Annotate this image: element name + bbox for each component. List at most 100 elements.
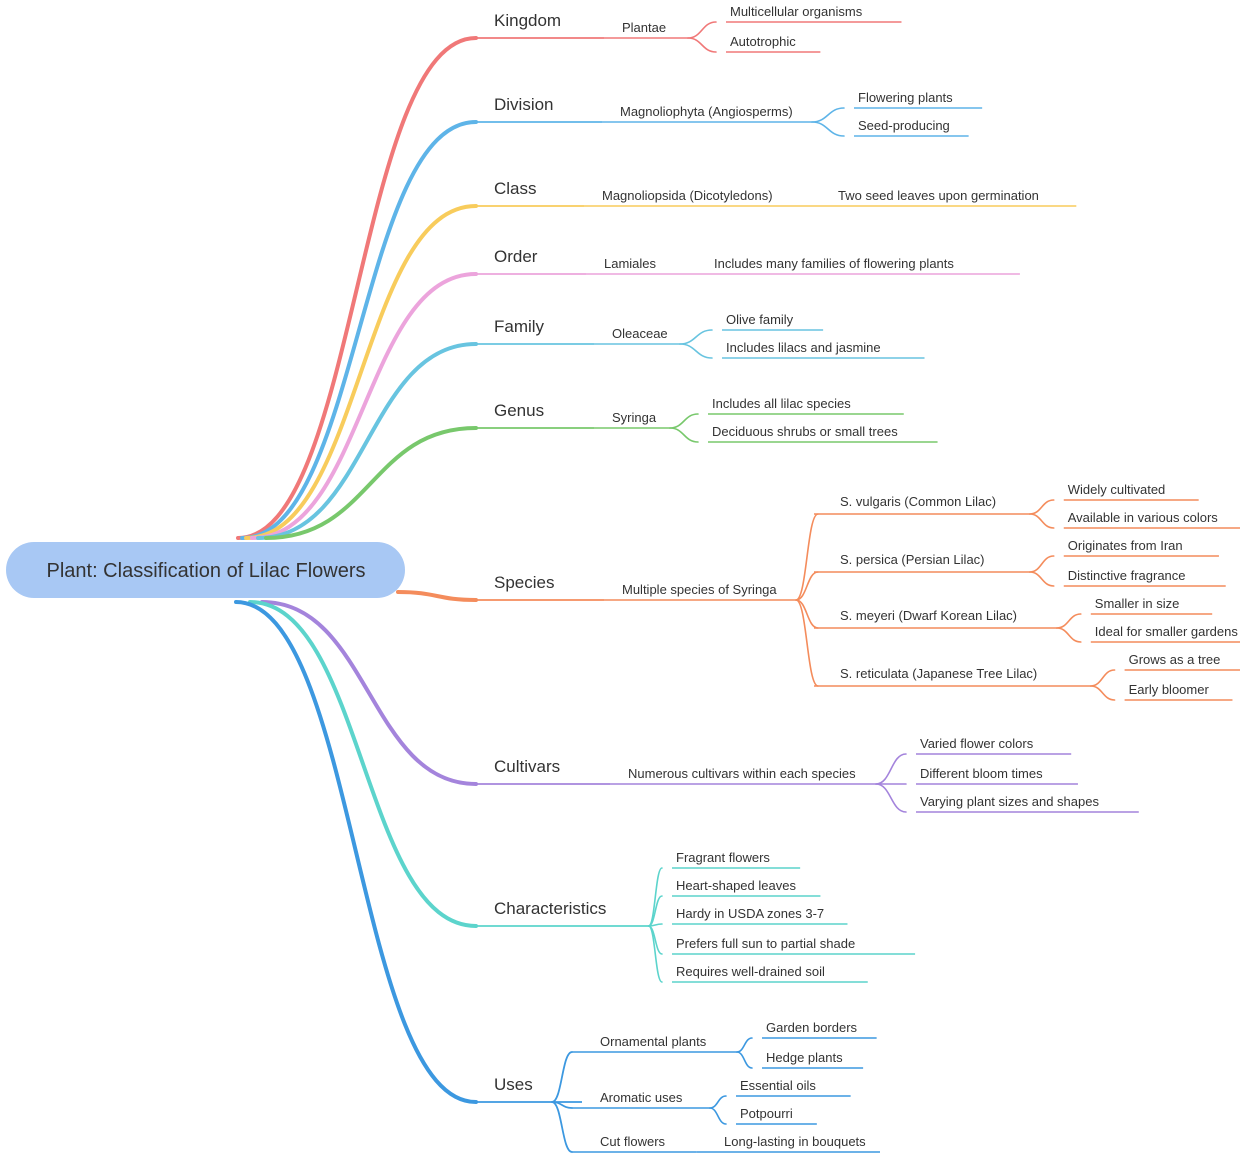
species-0-connector-0 (1028, 499, 1055, 515)
branch-characteristics-item-2[interactable]: Hardy in USDA zones 3-7 (676, 906, 824, 921)
species-1-item-1[interactable]: Distinctive fragrance (1068, 568, 1186, 583)
branch-kingdom-connector-1 (687, 37, 717, 53)
branch-kingdom-label[interactable]: Kingdom (494, 11, 561, 30)
species-3-label[interactable]: S. reticulata (Japanese Tree Lilac) (840, 666, 1037, 681)
branch-uses-sub-1-item-0[interactable]: Essential oils (740, 1078, 816, 1093)
root-node[interactable]: Plant: Classification of Lilac Flowers (6, 542, 405, 598)
branch-class-item-0[interactable]: Two seed leaves upon germination (838, 188, 1039, 203)
branch-genus-connector (264, 426, 478, 540)
branch-division-connector (240, 120, 478, 540)
species-3-connector-0 (1089, 669, 1116, 687)
branch-kingdom-item-0[interactable]: Multicellular organisms (730, 4, 863, 19)
branch-species-node[interactable]: Multiple species of Syringa (622, 582, 777, 597)
branch-species-connector-3 (795, 599, 819, 687)
branch-characteristics-item-3[interactable]: Prefers full sun to partial shade (676, 936, 855, 951)
branch-connectors (234, 21, 1240, 1153)
branch-class-label[interactable]: Class (494, 179, 537, 198)
branch-characteristics-item-4[interactable]: Requires well-drained soil (676, 964, 825, 979)
branch-order-label[interactable]: Order (494, 247, 538, 266)
branch-genus-node[interactable]: Syringa (612, 410, 657, 425)
branch-characteristics-item-0[interactable]: Fragrant flowers (676, 850, 770, 865)
branch-kingdom-item-1[interactable]: Autotrophic (730, 34, 796, 49)
branch-uses-sub-1[interactable]: Aromatic uses (600, 1090, 683, 1105)
branch-uses-sub-connector-0 (551, 1051, 573, 1103)
branch-kingdom-node[interactable]: Plantae (622, 20, 666, 35)
branch-cultivars-node[interactable]: Numerous cultivars within each species (628, 766, 856, 781)
branch-uses-sub-connector-2 (551, 1101, 573, 1153)
branch-species-connector-0 (795, 513, 819, 601)
branch-family-node[interactable]: Oleaceae (612, 326, 668, 341)
branch-family-item-1[interactable]: Includes lilacs and jasmine (726, 340, 881, 355)
branch-family-connector-1 (679, 343, 713, 359)
branch-order-connector (250, 272, 478, 540)
branch-order-item-0[interactable]: Includes many families of flowering plan… (714, 256, 954, 271)
root-label: Plant: Classification of Lilac Flowers (46, 560, 365, 582)
branch-family-connector (256, 342, 478, 540)
branch-uses-sub-2-item-0[interactable]: Long-lasting in bouquets (724, 1134, 866, 1149)
branch-uses-sub-0-connector-1 (736, 1051, 753, 1069)
branch-species-connector-1 (795, 571, 819, 601)
branch-uses-sub-1-connector-1 (709, 1107, 727, 1125)
branch-uses-sub-1-item-1[interactable]: Potpourri (740, 1106, 793, 1121)
branch-class-node[interactable]: Magnoliopsida (Dicotyledons) (602, 188, 773, 203)
species-0-item-1[interactable]: Available in various colors (1068, 510, 1219, 525)
branch-division-label[interactable]: Division (494, 95, 554, 114)
branch-uses-sub-0[interactable]: Ornamental plants (600, 1034, 707, 1049)
species-2-connector-0 (1056, 613, 1082, 629)
species-2-item-0[interactable]: Smaller in size (1095, 596, 1180, 611)
branch-uses-sub-2[interactable]: Cut flowers (600, 1134, 666, 1149)
branch-genus-connector-1 (669, 427, 699, 443)
branch-cultivars-item-1[interactable]: Different bloom times (920, 766, 1043, 781)
species-1-connector-0 (1028, 555, 1055, 573)
branch-characteristics-label[interactable]: Characteristics (494, 899, 606, 918)
branch-division-node[interactable]: Magnoliophyta (Angiosperms) (620, 104, 793, 119)
species-1-label[interactable]: S. persica (Persian Lilac) (840, 552, 985, 567)
branch-family-item-0[interactable]: Olive family (726, 312, 794, 327)
branch-uses-connector (234, 600, 478, 1104)
branch-division-item-1[interactable]: Seed-producing (858, 118, 950, 133)
branch-family-label[interactable]: Family (494, 317, 545, 336)
branch-cultivars-label[interactable]: Cultivars (494, 757, 560, 776)
species-2-label[interactable]: S. meyeri (Dwarf Korean Lilac) (840, 608, 1017, 623)
branch-genus-connector-0 (669, 413, 699, 429)
species-1-connector-1 (1028, 571, 1055, 587)
branch-genus-label[interactable]: Genus (494, 401, 544, 420)
branch-genus-item-1[interactable]: Deciduous shrubs or small trees (712, 424, 898, 439)
branch-uses-sub-0-item-1[interactable]: Hedge plants (766, 1050, 843, 1065)
branch-species-label[interactable]: Species (494, 573, 554, 592)
branch-uses-sub-1-connector-0 (709, 1095, 727, 1109)
branch-characteristics-connector-4 (647, 925, 663, 983)
species-0-connector-1 (1028, 513, 1055, 529)
branch-characteristics-connector-1 (647, 895, 663, 927)
species-2-connector-1 (1056, 627, 1082, 643)
branch-uses-sub-0-connector-0 (736, 1037, 753, 1053)
branch-characteristics-item-1[interactable]: Heart-shaped leaves (676, 878, 796, 893)
species-3-item-0[interactable]: Grows as a tree (1129, 652, 1221, 667)
branch-cultivars-connector (260, 600, 478, 786)
branch-genus-item-0[interactable]: Includes all lilac species (712, 396, 851, 411)
branch-division-connector-1 (811, 121, 845, 137)
branch-cultivars-item-2[interactable]: Varying plant sizes and shapes (920, 794, 1099, 809)
branch-family-connector-0 (679, 329, 713, 345)
species-3-connector-1 (1089, 685, 1116, 701)
branch-cultivars-connector-0 (875, 753, 907, 785)
branch-class-connector (244, 204, 478, 540)
species-1-item-0[interactable]: Originates from Iran (1068, 538, 1183, 553)
mind-map-nodes: Kingdom Plantae Multicellular organismsAut… (494, 4, 1238, 1149)
branch-order-node[interactable]: Lamiales (604, 256, 657, 271)
species-2-item-1[interactable]: Ideal for smaller gardens (1095, 624, 1239, 639)
branch-uses-sub-0-item-0[interactable]: Garden borders (766, 1020, 858, 1035)
branch-characteristics-connector (248, 600, 478, 928)
branch-cultivars-item-0[interactable]: Varied flower colors (920, 736, 1034, 751)
branch-kingdom-connector (236, 36, 478, 540)
species-0-label[interactable]: S. vulgaris (Common Lilac) (840, 494, 996, 509)
species-3-item-1[interactable]: Early bloomer (1129, 682, 1210, 697)
root-pill (6, 542, 405, 598)
branch-division-item-0[interactable]: Flowering plants (858, 90, 953, 105)
branch-cultivars-connector-2 (875, 783, 907, 813)
branch-kingdom-connector-0 (687, 21, 717, 39)
branch-uses-label[interactable]: Uses (494, 1075, 533, 1094)
species-0-item-0[interactable]: Widely cultivated (1068, 482, 1166, 497)
branch-species-connector (396, 590, 478, 602)
